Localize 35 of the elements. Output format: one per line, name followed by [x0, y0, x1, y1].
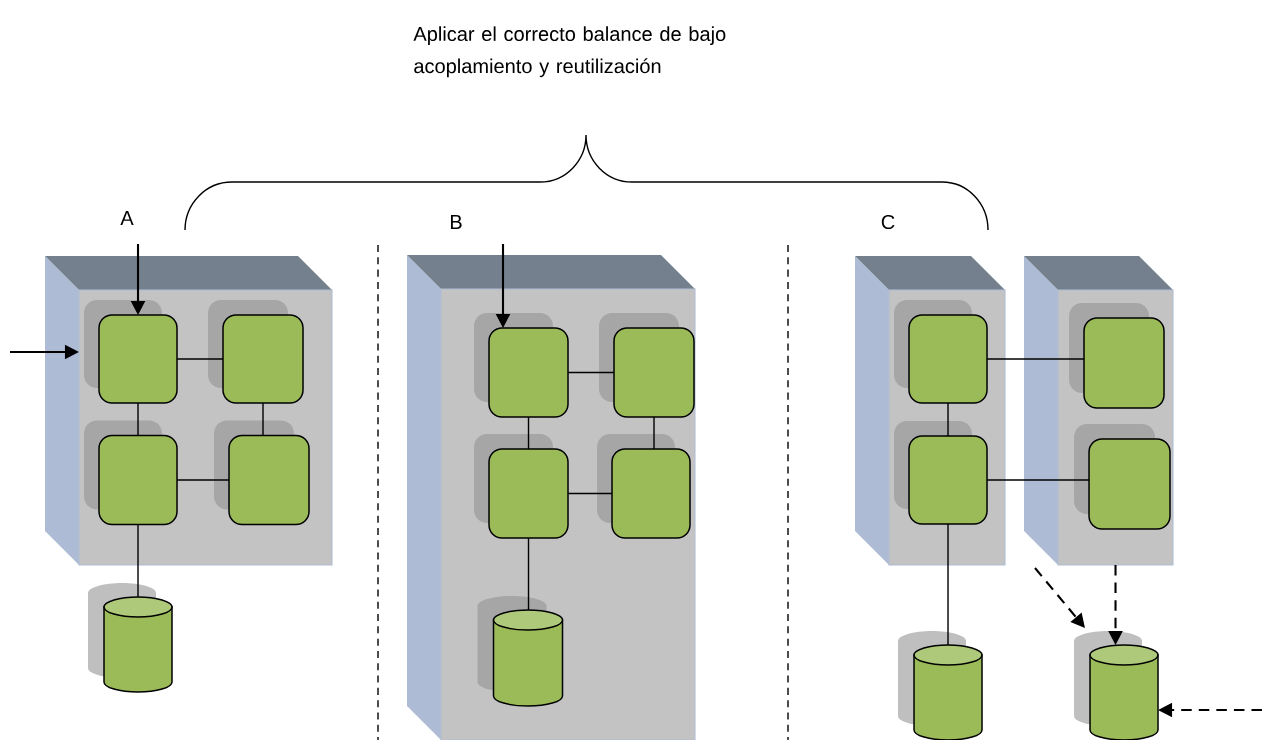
- panel-label: A: [120, 211, 134, 225]
- component-box: [208, 300, 304, 404]
- connector-line: [947, 523, 949, 646]
- panel-label: B: [451, 215, 462, 229]
- connector-line: [137, 402, 139, 437]
- component-box: [214, 420, 310, 526]
- arrow: [1034, 567, 1085, 628]
- connector-line: [986, 358, 1085, 360]
- heading: Aplicar el correcto balance de bajo acoplamiento y reutilización: [413, 26, 726, 78]
- database-cylinder: [88, 583, 173, 693]
- connector-line: [567, 492, 613, 495]
- database-cylinder: [477, 596, 564, 707]
- connector-line: [527, 416, 530, 450]
- component-box: [599, 313, 695, 418]
- component-box: [1074, 424, 1171, 530]
- component-box: [597, 434, 691, 539]
- component-box: [474, 434, 569, 539]
- connector-line: [262, 402, 264, 437]
- panel-label: C: [881, 214, 895, 230]
- component-box: [894, 300, 988, 404]
- component-box: [84, 300, 178, 404]
- component-box: [84, 420, 178, 526]
- database-cylinder: [898, 631, 983, 740]
- connector-line: [176, 358, 224, 360]
- component-box: [474, 313, 569, 418]
- database-cylinder: [1074, 631, 1159, 740]
- component-box: [894, 421, 988, 525]
- connector-line: [176, 479, 230, 481]
- connector-line: [567, 371, 615, 374]
- component-box: [1069, 303, 1165, 409]
- connector-line: [986, 479, 1090, 481]
- connector-line: [653, 416, 655, 450]
- connector-line: [947, 402, 949, 437]
- connector-line: [527, 537, 530, 611]
- connector-line: [137, 523, 139, 598]
